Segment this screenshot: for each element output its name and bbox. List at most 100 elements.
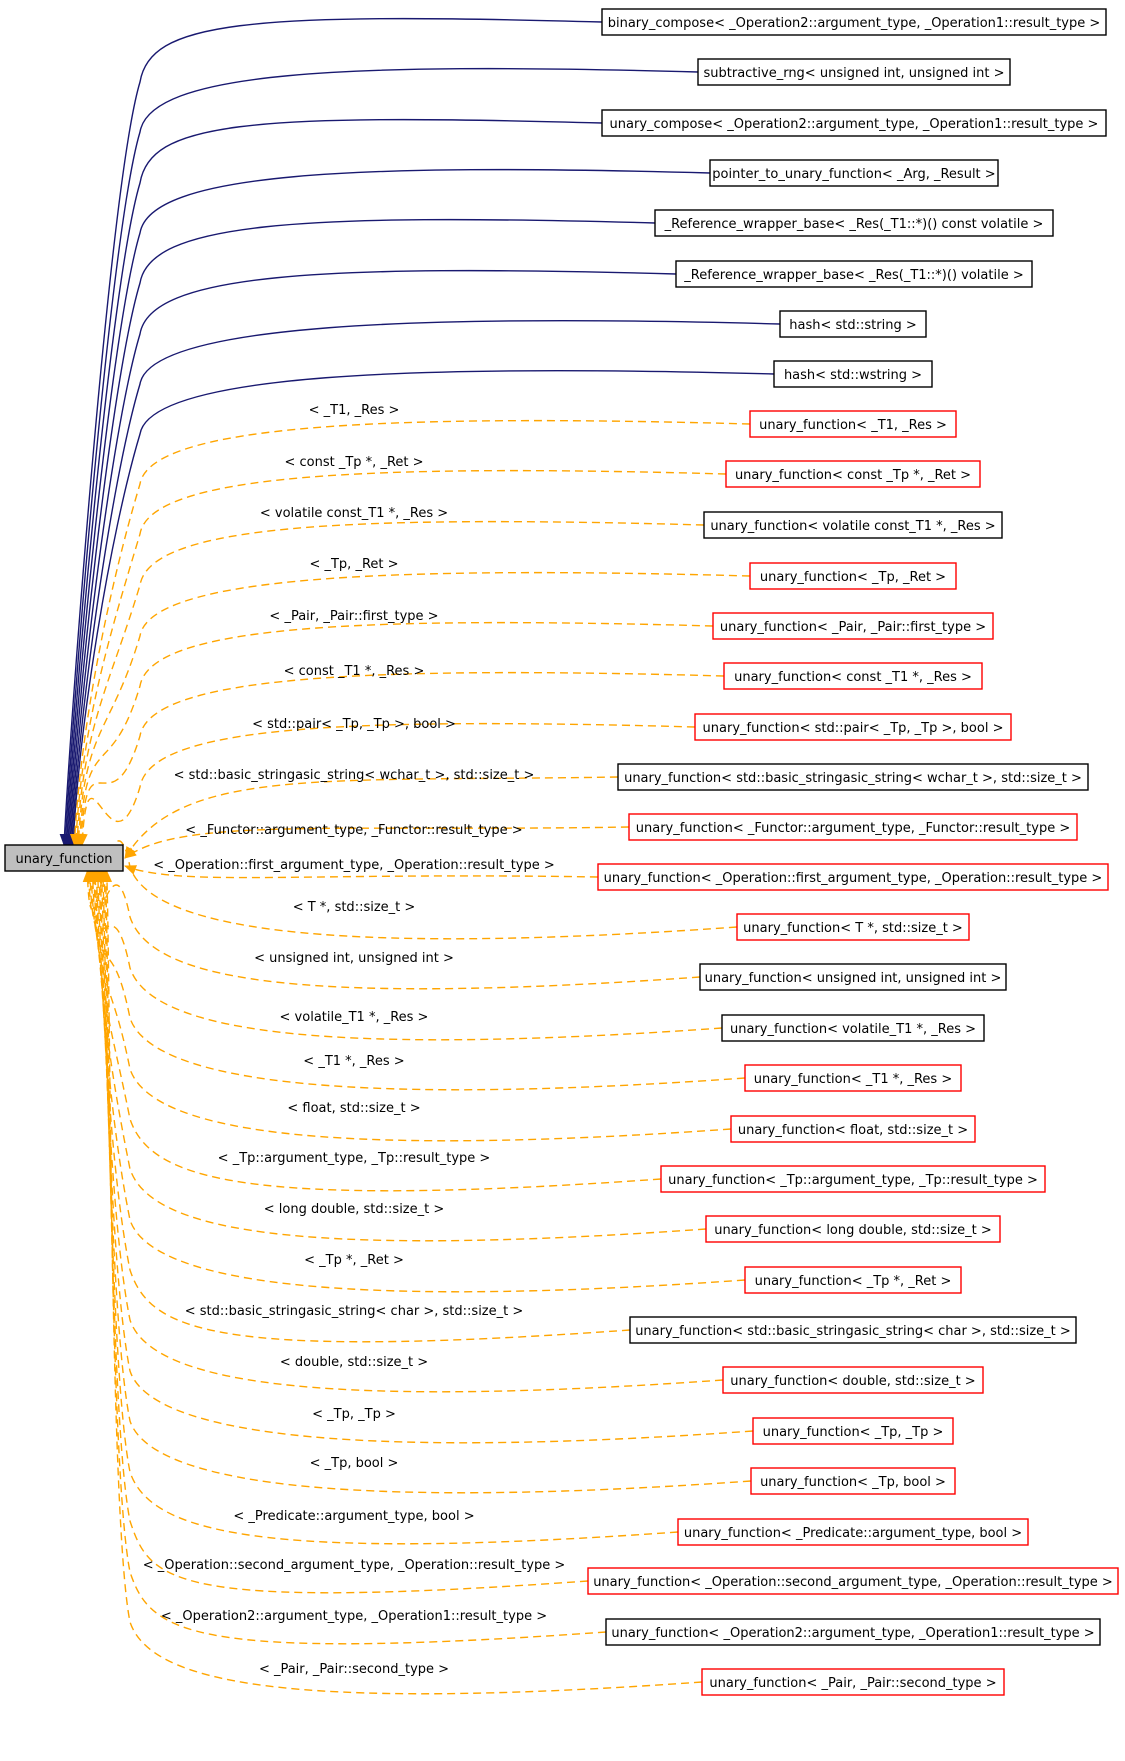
inheritance-edge <box>66 269 677 846</box>
class-node[interactable]: unary_function< std::basic_stringasic_st… <box>629 1316 1077 1344</box>
edge-template-label: < float, std::size_t > <box>287 1101 420 1116</box>
inheritance-edge <box>59 17 603 846</box>
class-node[interactable]: unary_function< unsigned int, unsigned i… <box>699 963 1007 991</box>
class-node-box <box>721 1014 985 1042</box>
inheritance-edge <box>87 870 732 1142</box>
inheritance-edge <box>102 870 703 1695</box>
class-node[interactable]: unary_function< _Pair, _Pair::second_typ… <box>701 1668 1005 1696</box>
edge-template-label: < _T1 *, _Res > <box>303 1054 404 1069</box>
edge-template-label: < _Tp::argument_type, _Tp::result_type > <box>218 1151 491 1166</box>
class-node[interactable]: unary_function< _T1 *, _Res > <box>744 1064 962 1092</box>
class-node[interactable]: unary_function< _Operation::first_argume… <box>597 863 1109 891</box>
class-node-box <box>736 913 970 941</box>
class-node-label: unary_function< _T1 *, _Res > <box>754 1072 952 1087</box>
class-node-box <box>677 1518 1029 1546</box>
class-node-box <box>675 260 1033 288</box>
inheritance-edge <box>62 118 603 846</box>
root-node-label: unary_function <box>15 852 112 867</box>
class-node-box <box>597 863 1109 891</box>
class-node-box <box>709 159 999 187</box>
class-node[interactable]: _Reference_wrapper_base< _Res(_T1::*)() … <box>654 209 1054 237</box>
nodes-layer: binary_compose< _Operation2::argument_ty… <box>587 8 1119 1696</box>
root-node-box <box>4 844 124 872</box>
class-node[interactable]: unary_function< _Tp::argument_type, _Tp:… <box>660 1165 1046 1193</box>
class-node[interactable]: unary_function< _Predicate::argument_typ… <box>677 1518 1029 1546</box>
edge-template-label: < const _Tp *, _Ret > <box>284 455 423 470</box>
class-node[interactable]: unary_function< _Pair, _Pair::first_type… <box>712 612 994 640</box>
class-node[interactable]: _Reference_wrapper_base< _Res(_T1::*)() … <box>675 260 1033 288</box>
class-node-label: unary_function< std::basic_stringasic_st… <box>624 771 1082 786</box>
class-node-label: unary_function< const _T1 *, _Res > <box>734 670 972 685</box>
class-node[interactable]: unary_function< double, std::size_t > <box>722 1366 984 1394</box>
class-node-box <box>705 1215 1001 1243</box>
class-node[interactable]: unary_function< _Tp, bool > <box>750 1467 956 1495</box>
edge-template-label: < volatile_T1 *, _Res > <box>280 1010 429 1025</box>
class-node[interactable]: unary_function< _Tp, _Ret > <box>749 562 957 590</box>
class-node[interactable]: unary_function< const _Tp *, _Ret > <box>725 460 981 488</box>
class-node-box <box>699 963 1007 991</box>
edge-template-label: < _Tp, bool > <box>310 1456 399 1471</box>
class-node-label: unary_function< _Tp::argument_type, _Tp:… <box>668 1173 1038 1188</box>
class-node-box <box>697 58 1011 86</box>
class-node[interactable]: unary_function< _Operation2::argument_ty… <box>605 1618 1101 1646</box>
class-node-box <box>725 460 981 488</box>
class-node-box <box>605 1618 1101 1646</box>
class-node[interactable]: unary_function< _T1, _Res > <box>749 410 957 438</box>
inheritance-edge <box>82 840 738 940</box>
class-node[interactable]: subtractive_rng< unsigned int, unsigned … <box>697 58 1011 86</box>
class-node-label: unary_function< _Operation::first_argume… <box>604 871 1103 886</box>
class-node-box <box>722 1366 984 1394</box>
class-node[interactable]: hash< std::wstring > <box>773 360 933 388</box>
class-node-label: unary_function< T *, std::size_t > <box>743 921 963 936</box>
class-node[interactable]: unary_function< _Tp, _Tp > <box>752 1417 954 1445</box>
class-node-label: binary_compose< _Operation2::argument_ty… <box>608 16 1101 31</box>
class-node[interactable]: hash< std::string > <box>779 310 927 338</box>
class-node-label: unary_function< _Pair, _Pair::first_type… <box>720 620 986 635</box>
inheritance-edge <box>100 870 607 1645</box>
edge-template-label: < std::pair< _Tp, _Tp >, bool > <box>252 717 456 732</box>
class-node[interactable]: unary_function< std::basic_stringasic_st… <box>617 763 1089 791</box>
class-node[interactable]: pointer_to_unary_function< _Arg, _Result… <box>709 159 999 187</box>
edge-template-label: < std::basic_stringasic_string< wchar_t … <box>174 768 535 783</box>
class-node-label: unary_function< float, std::size_t > <box>738 1123 968 1138</box>
class-node-label: unary_function< volatile_T1 *, _Res > <box>730 1022 976 1037</box>
class-node[interactable]: unary_function< T *, std::size_t > <box>736 913 970 941</box>
edge-template-label: < _Tp *, _Ret > <box>304 1253 404 1268</box>
class-node[interactable]: unary_function< _Tp *, _Ret > <box>744 1266 962 1294</box>
class-node-label: unary_function< _Operation2::argument_ty… <box>611 1626 1094 1641</box>
inheritance-edge <box>124 865 599 879</box>
edges-layer <box>59 17 781 1695</box>
class-node-box <box>660 1165 1046 1193</box>
class-node[interactable]: unary_function< volatile const_T1 *, _Re… <box>703 511 1003 539</box>
class-node[interactable]: binary_compose< _Operation2::argument_ty… <box>601 8 1107 36</box>
class-node[interactable]: unary_function< std::pair< _Tp, _Tp >, b… <box>694 713 1012 741</box>
class-node[interactable]: unary_function< _Functor::argument_type,… <box>628 813 1078 841</box>
class-node-box <box>654 209 1054 237</box>
class-node-box <box>744 1266 962 1294</box>
edge-template-label: < double, std::size_t > <box>280 1355 428 1370</box>
inheritance-edge <box>72 520 705 846</box>
inheritance-edge <box>69 419 751 846</box>
inheritance-edge <box>91 870 746 1293</box>
class-node[interactable]: unary_function< const _T1 *, _Res > <box>723 662 983 690</box>
inheritance-edge <box>96 870 752 1494</box>
class-node-label: subtractive_rng< unsigned int, unsigned … <box>703 66 1004 81</box>
class-node-label: unary_function< _Tp, bool > <box>760 1475 946 1490</box>
inheritance-edge <box>94 870 724 1393</box>
class-node[interactable]: unary_compose< _Operation2::argument_typ… <box>601 109 1107 137</box>
class-node-box <box>617 763 1089 791</box>
edge-template-label: < _Functor::argument_type, _Functor::res… <box>185 823 522 838</box>
class-node-box <box>628 813 1078 841</box>
class-node[interactable]: unary_function< long double, std::size_t… <box>705 1215 1001 1243</box>
edge-template-label: < _Pair, _Pair::first_type > <box>269 609 438 624</box>
class-node[interactable]: unary_function< float, std::size_t > <box>730 1115 976 1143</box>
root-node-unary-function[interactable]: unary_function <box>4 844 124 872</box>
class-node-box <box>712 612 994 640</box>
edge-template-label: < _Operation::second_argument_type, _Ope… <box>143 1558 566 1573</box>
class-node[interactable]: unary_function< _Operation::second_argum… <box>587 1567 1119 1595</box>
edge-template-label: < _Predicate::argument_type, bool > <box>233 1509 474 1524</box>
edge-template-label: < long double, std::size_t > <box>264 1202 445 1217</box>
class-node[interactable]: unary_function< volatile_T1 *, _Res > <box>721 1014 985 1042</box>
class-node-box <box>629 1316 1077 1344</box>
edge-template-label: < std::basic_stringasic_string< char >, … <box>185 1304 524 1319</box>
